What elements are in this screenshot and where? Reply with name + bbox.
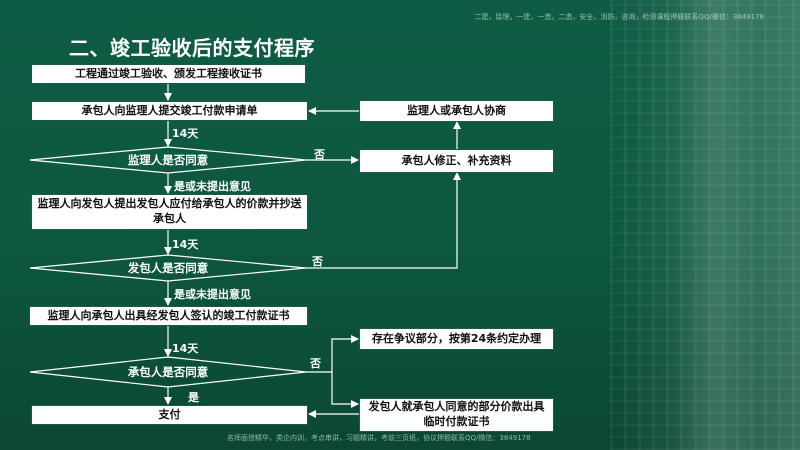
step-contractor-revises: 承包人修正、补充资料: [359, 149, 554, 173]
label-no-1: 否: [314, 148, 325, 161]
arrow-d2-r2: [306, 172, 461, 269]
step-completion-accepted: 工程通过竣工验收、颁发工程接收证书: [31, 64, 306, 84]
step-engineer-proposes-price: 监理人向发包人提出发包人应付给承包人的价款并抄送承包人: [31, 194, 308, 230]
step-payment: 支付: [31, 405, 308, 425]
watermark-top: 二建，监理，一建，一造，二造，安全，消防，咨询，检测课程押题联系QQ/微信：38…: [474, 13, 764, 21]
decision-contractor-agree: 承包人是否同意: [127, 365, 209, 379]
label-no-2: 否: [312, 255, 323, 268]
step-dispute-resolution: 存在争议部分，按第24条约定办理: [359, 328, 554, 350]
arrow-d3-r4: [331, 372, 359, 408]
arrow-d3-r3: [306, 335, 359, 373]
step-negotiation: 监理人或承包人协商: [359, 100, 554, 122]
step-submit-payment-application: 承包人向监理人提交竣工付款申请单: [31, 101, 308, 121]
decision-employer-agree: 发包人是否同意: [127, 261, 209, 275]
building-highlight: [670, 0, 760, 450]
decision-engineer-agree: 监理人是否同意: [127, 153, 209, 167]
step-issue-completion-certificate: 监理人向承包人出具经发包人签认的竣工付款证书: [29, 306, 308, 326]
label-14-days-1: 14天: [172, 127, 199, 140]
label-14-days-2: 14天: [172, 238, 199, 251]
label-no-3: 否: [310, 357, 321, 370]
slide-title: 二、竣工验收后的支付程序: [69, 36, 315, 60]
label-14-days-3: 14天: [172, 342, 199, 355]
step-interim-certificate: 发包人就承包人同意的部分价款出具临时付款证书: [359, 398, 554, 432]
building-backdrop: [610, 0, 800, 450]
label-yes-or-no-comment-2: 是或未提出意见: [174, 288, 251, 301]
label-yes-or-no-comment-1: 是或未提出意见: [174, 180, 251, 193]
label-yes: 是: [188, 391, 199, 404]
watermark-bottom: 名师面授精华，类企内训，考点串讲，习题精讲，考前三页纸，协议押题联系QQ/微信：…: [227, 434, 531, 442]
